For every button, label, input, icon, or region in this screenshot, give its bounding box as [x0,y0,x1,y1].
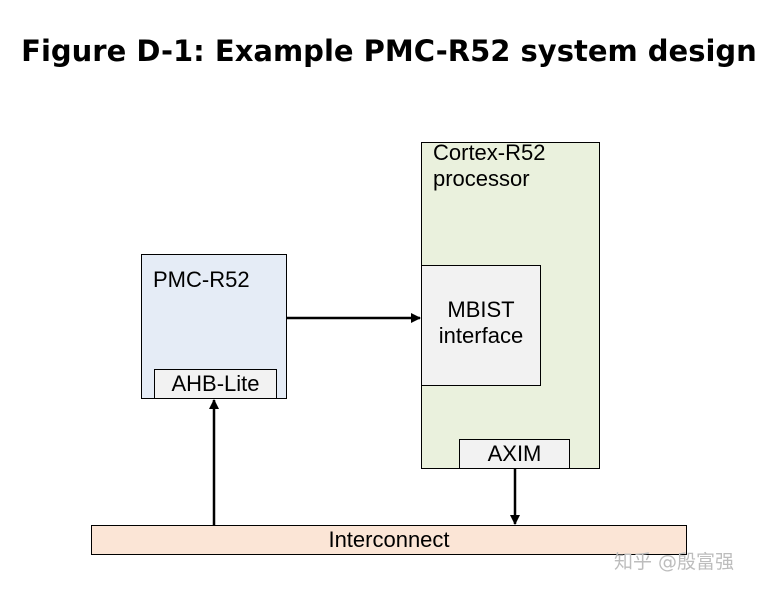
interconnect-label: Interconnect [328,527,450,552]
figure-title: Figure D-1: Example PMC-R52 system desig… [21,34,757,68]
axim-port-label: AXIM [487,441,542,466]
cortex-r52-processor-label: Cortex-R52 processor [433,140,546,191]
ahb-lite-port-block [154,369,277,399]
ahb-lite-port-label: AHB-Lite [171,371,260,396]
mbist-interface-label: MBIST interface [438,297,524,348]
axim-port-block [459,439,570,469]
interconnect-bar [91,525,687,555]
watermark-text: 知乎 @殷富强 [614,551,735,573]
mbist-interface-block [421,265,541,386]
pmc-r52-label: PMC-R52 [153,267,250,292]
